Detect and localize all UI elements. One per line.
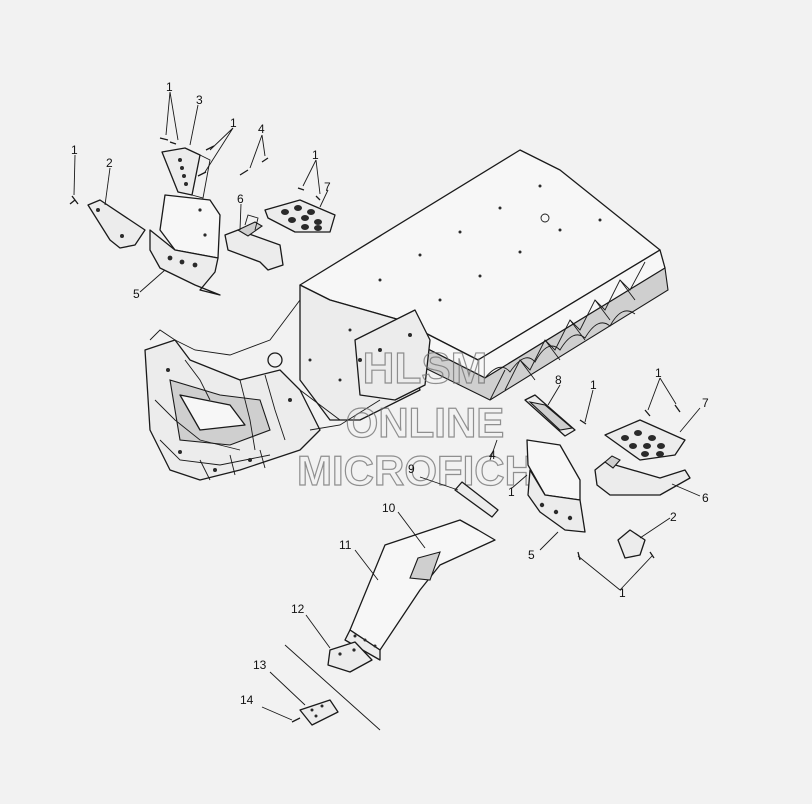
callout-2b: 2: [670, 510, 677, 524]
part-14-screw: [291, 717, 301, 723]
callout-1g: 1: [508, 485, 515, 499]
callout-7a: 7: [324, 180, 331, 194]
part-6-spacer-left: [224, 214, 284, 271]
callout-1a: 1: [166, 80, 173, 94]
watermark: HLSM ONLINE MICROFICHE: [296, 343, 563, 494]
callout-5b: 5: [528, 548, 535, 562]
callout-2a: 2: [106, 156, 113, 170]
part-5-foot-well-left: [149, 194, 221, 296]
part-7-heat-plate-right: [604, 419, 686, 461]
callout-9: 9: [408, 462, 415, 476]
callout-1e: 1: [590, 378, 597, 392]
callout-13: 13: [253, 658, 267, 672]
callout-6b: 6: [702, 491, 709, 505]
callout-3: 3: [196, 93, 203, 107]
callout-14: 14: [240, 693, 254, 707]
watermark-line2: ONLINE: [346, 399, 505, 446]
part-2-bracket-right: [617, 529, 646, 559]
callout-7b: 7: [702, 396, 709, 410]
callout-1d: 1: [312, 148, 319, 162]
part-12-end-cap: [327, 641, 373, 673]
part-3-foot-bracket: [161, 147, 211, 199]
callout-1f: 1: [655, 366, 662, 380]
part-5-foot-well-right: [526, 439, 586, 533]
part-6-spacer-right: [594, 455, 691, 496]
watermark-line3: MICROFICHE: [297, 447, 563, 494]
callout-10: 10: [382, 501, 396, 515]
fasteners-right: [577, 404, 681, 561]
part-9-strip: [454, 481, 499, 518]
callout-1b: 1: [230, 116, 237, 130]
callout-4b: 4: [489, 448, 496, 462]
callout-6a: 6: [237, 192, 244, 206]
callout-12: 12: [291, 602, 305, 616]
chassis-frame: [144, 149, 669, 481]
callout-11: 11: [339, 538, 352, 552]
leader-lines: [73, 91, 701, 731]
fasteners-left: [69, 137, 321, 205]
callout-4a: 4: [258, 122, 265, 136]
callout-5a: 5: [133, 287, 140, 301]
part-13-plate: [299, 699, 339, 726]
callout-labels: 1 3 1 4 1 2 1 7 6 5 8 1 1 7 4 9 1 6 10 2…: [71, 80, 709, 707]
callout-8: 8: [555, 373, 562, 387]
watermark-line1: HLSM: [363, 344, 488, 393]
part-7-heat-plate-left: [264, 199, 336, 233]
callout-1h: 1: [619, 586, 626, 600]
part-8-bracket: [524, 394, 576, 437]
part-2-bracket-left: [87, 199, 146, 249]
callout-1c: 1: [71, 143, 78, 157]
part-11-panel: [344, 519, 496, 661]
